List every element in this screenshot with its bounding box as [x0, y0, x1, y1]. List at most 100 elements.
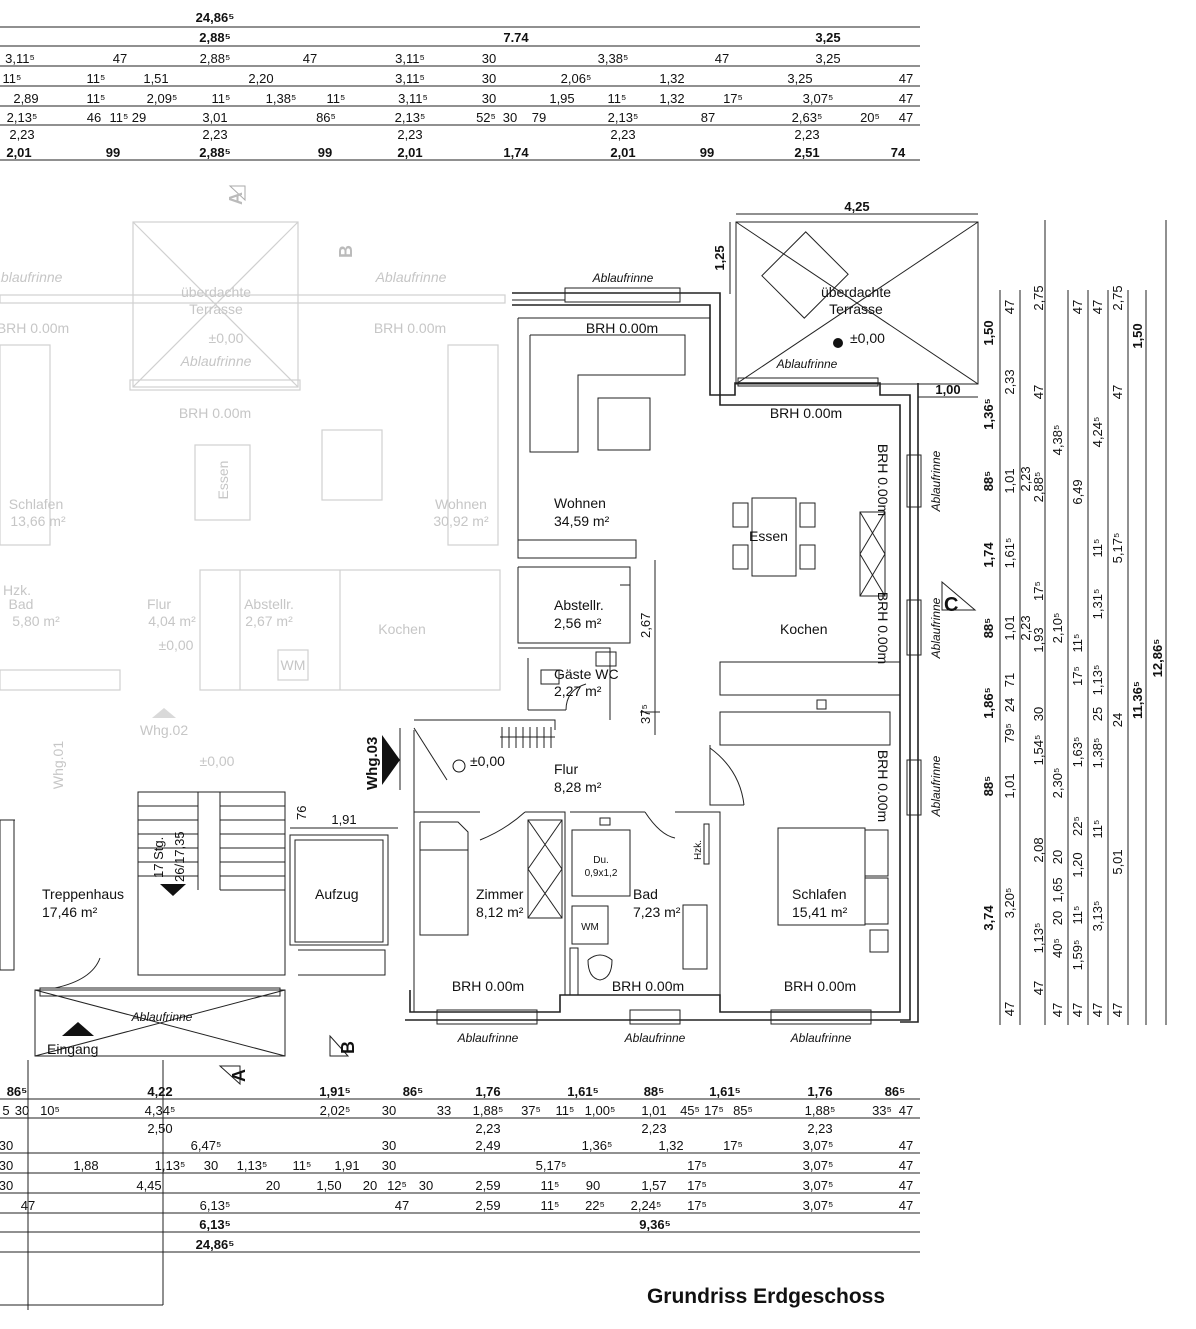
dim-bottom: 86⁵: [885, 1084, 906, 1099]
dim-bottom: 11⁵: [541, 1198, 560, 1213]
dim-top: 2,01: [6, 145, 31, 160]
dim-bottom: 2,24⁵: [631, 1198, 662, 1213]
dim-top: 2,13⁵: [395, 110, 426, 125]
dim-top: 52⁵: [476, 110, 496, 125]
drain-label: Ablaufrinne: [457, 1031, 519, 1045]
dim-bottom: 5: [2, 1103, 9, 1118]
room-name: Essen: [749, 528, 788, 544]
dim-right: 1,74: [981, 542, 996, 568]
right-dimension-chains: 4,25 1,25 1,00 1,50 1,36⁵ 88⁵ 1,74 88⁵ 1…: [712, 199, 1167, 1025]
dim-right: 11⁵: [1090, 539, 1105, 558]
faint-room-area: 13,66 m²: [10, 513, 66, 529]
faint-unit-label: Whg.02: [140, 722, 188, 738]
dim-bottom: 33: [437, 1103, 451, 1118]
dim-bottom: 1,91: [334, 1158, 359, 1173]
dim-bottom: 1,32: [658, 1138, 683, 1153]
dim-bottom: 30: [419, 1178, 433, 1193]
dim-local: 1,91: [331, 812, 356, 827]
dim-bottom: 17⁵: [687, 1178, 707, 1193]
dim-top: 3,07⁵: [803, 91, 834, 106]
dim-top: 99: [700, 145, 714, 160]
dim-top: 86⁵: [316, 110, 336, 125]
dim-right: 11⁵: [1070, 906, 1085, 925]
dim-right: 47: [1090, 1003, 1105, 1017]
level-marker-icon: [833, 338, 843, 348]
drain-label: Ablaufrinne: [592, 271, 654, 285]
dim-terrace-width: 4,25: [844, 199, 869, 214]
room-area: 8,12 m²: [476, 904, 524, 920]
faint-room-label: Bad: [9, 596, 34, 612]
dim-top: 46: [87, 110, 101, 125]
dim-right: 22⁵: [1070, 816, 1085, 836]
entrance-marker-icon: [62, 1022, 94, 1036]
dim-right: 79⁵: [1002, 723, 1017, 743]
dim-bottom: 33⁵: [872, 1103, 892, 1118]
dim-right: 47: [1050, 1003, 1065, 1017]
dim-bottom: 1,91⁵: [319, 1084, 350, 1099]
drain-label: Ablaufrinne: [131, 1010, 193, 1024]
dim-right: 1,01: [1002, 468, 1017, 493]
dim-top: 47: [899, 71, 913, 86]
dim-bottom: 17⁵: [687, 1158, 707, 1173]
room-name: Wohnen: [554, 495, 606, 511]
dim-right: 1,65: [1050, 877, 1065, 902]
dim-bottom: 30: [382, 1103, 396, 1118]
dim-top: 2,13⁵: [608, 110, 639, 125]
dim-top: 2,88⁵: [199, 30, 230, 45]
dim-right: 88⁵: [981, 618, 996, 639]
dim-right: 71: [1002, 673, 1017, 687]
drain-label: Ablaufrinne: [929, 755, 943, 817]
section-a-marker: A: [229, 1069, 249, 1082]
dim-top: 3,25: [787, 71, 812, 86]
room-name: Abstellr.: [554, 597, 604, 613]
dim-top: 2,23: [9, 127, 34, 142]
dim-top: 3,38⁵: [598, 51, 629, 66]
dim-bottom: 3,07⁵: [803, 1138, 834, 1153]
dim-right: 5,17⁵: [1110, 533, 1125, 564]
room-name: Aufzug: [315, 886, 359, 902]
dim-bottom-total: 24,86⁵: [196, 1237, 235, 1252]
dim-right: 40⁵: [1050, 938, 1065, 958]
dim-right: 4,38⁵: [1050, 425, 1065, 456]
shower-label: Du.: [593, 855, 609, 866]
top-dimension-chains: 24,86⁵ 2,88⁵ 7.74 3,25 3,11⁵ 47 2,88⁵ 47…: [0, 10, 920, 161]
dim-top: 3,01: [202, 110, 227, 125]
dim-top: 30: [482, 71, 496, 86]
dim-bottom: 5,17⁵: [536, 1158, 567, 1173]
dim-bottom: 4,45: [136, 1178, 161, 1193]
dim-top: 1,51: [143, 71, 168, 86]
dim-right: 25: [1090, 707, 1105, 721]
entrance-label: Eingang: [47, 1041, 98, 1057]
faint-room-label: Schlafen: [9, 496, 63, 512]
dim-right: 1,31⁵: [1090, 589, 1105, 620]
dim-right: 47: [1090, 300, 1105, 314]
dim-bottom: 11⁵: [541, 1178, 560, 1193]
dim-top: 11⁵: [608, 91, 627, 106]
dim-bottom: 4,22: [147, 1084, 172, 1099]
drain-label: Ablaufrinne: [776, 357, 838, 371]
dim-top: 47: [899, 91, 913, 106]
dim-top: 29: [132, 110, 146, 125]
drain-label: Ablaufrinne: [929, 597, 943, 659]
dim-bottom: 1,01: [641, 1103, 666, 1118]
dim-top: 74: [891, 145, 906, 160]
dim-bottom: 47: [395, 1198, 409, 1213]
dim-top: 11⁵: [110, 110, 129, 125]
stair-hatch: [500, 727, 555, 748]
dim-right: 2,75: [1110, 285, 1125, 310]
room-area: 17,46 m²: [42, 904, 98, 920]
room-name: Zimmer: [476, 886, 524, 902]
dim-bottom: 2,23: [475, 1121, 500, 1136]
dim-top: 2,23: [794, 127, 819, 142]
dim-right: 2,23: [1018, 615, 1033, 640]
dim-top: 2,88⁵: [199, 145, 230, 160]
dim-right: 17⁵: [1031, 581, 1046, 601]
room-name: Treppenhaus: [42, 886, 124, 902]
stairwell: [0, 791, 389, 1310]
dim-right: 2,30⁵: [1050, 768, 1065, 799]
dim-bottom: 17⁵: [723, 1138, 743, 1153]
apartment-walls: [399, 287, 922, 1025]
room-name: Schlafen: [792, 886, 846, 902]
washer-label: WM: [581, 922, 599, 933]
dim-right: 2,88⁵: [1031, 472, 1046, 503]
